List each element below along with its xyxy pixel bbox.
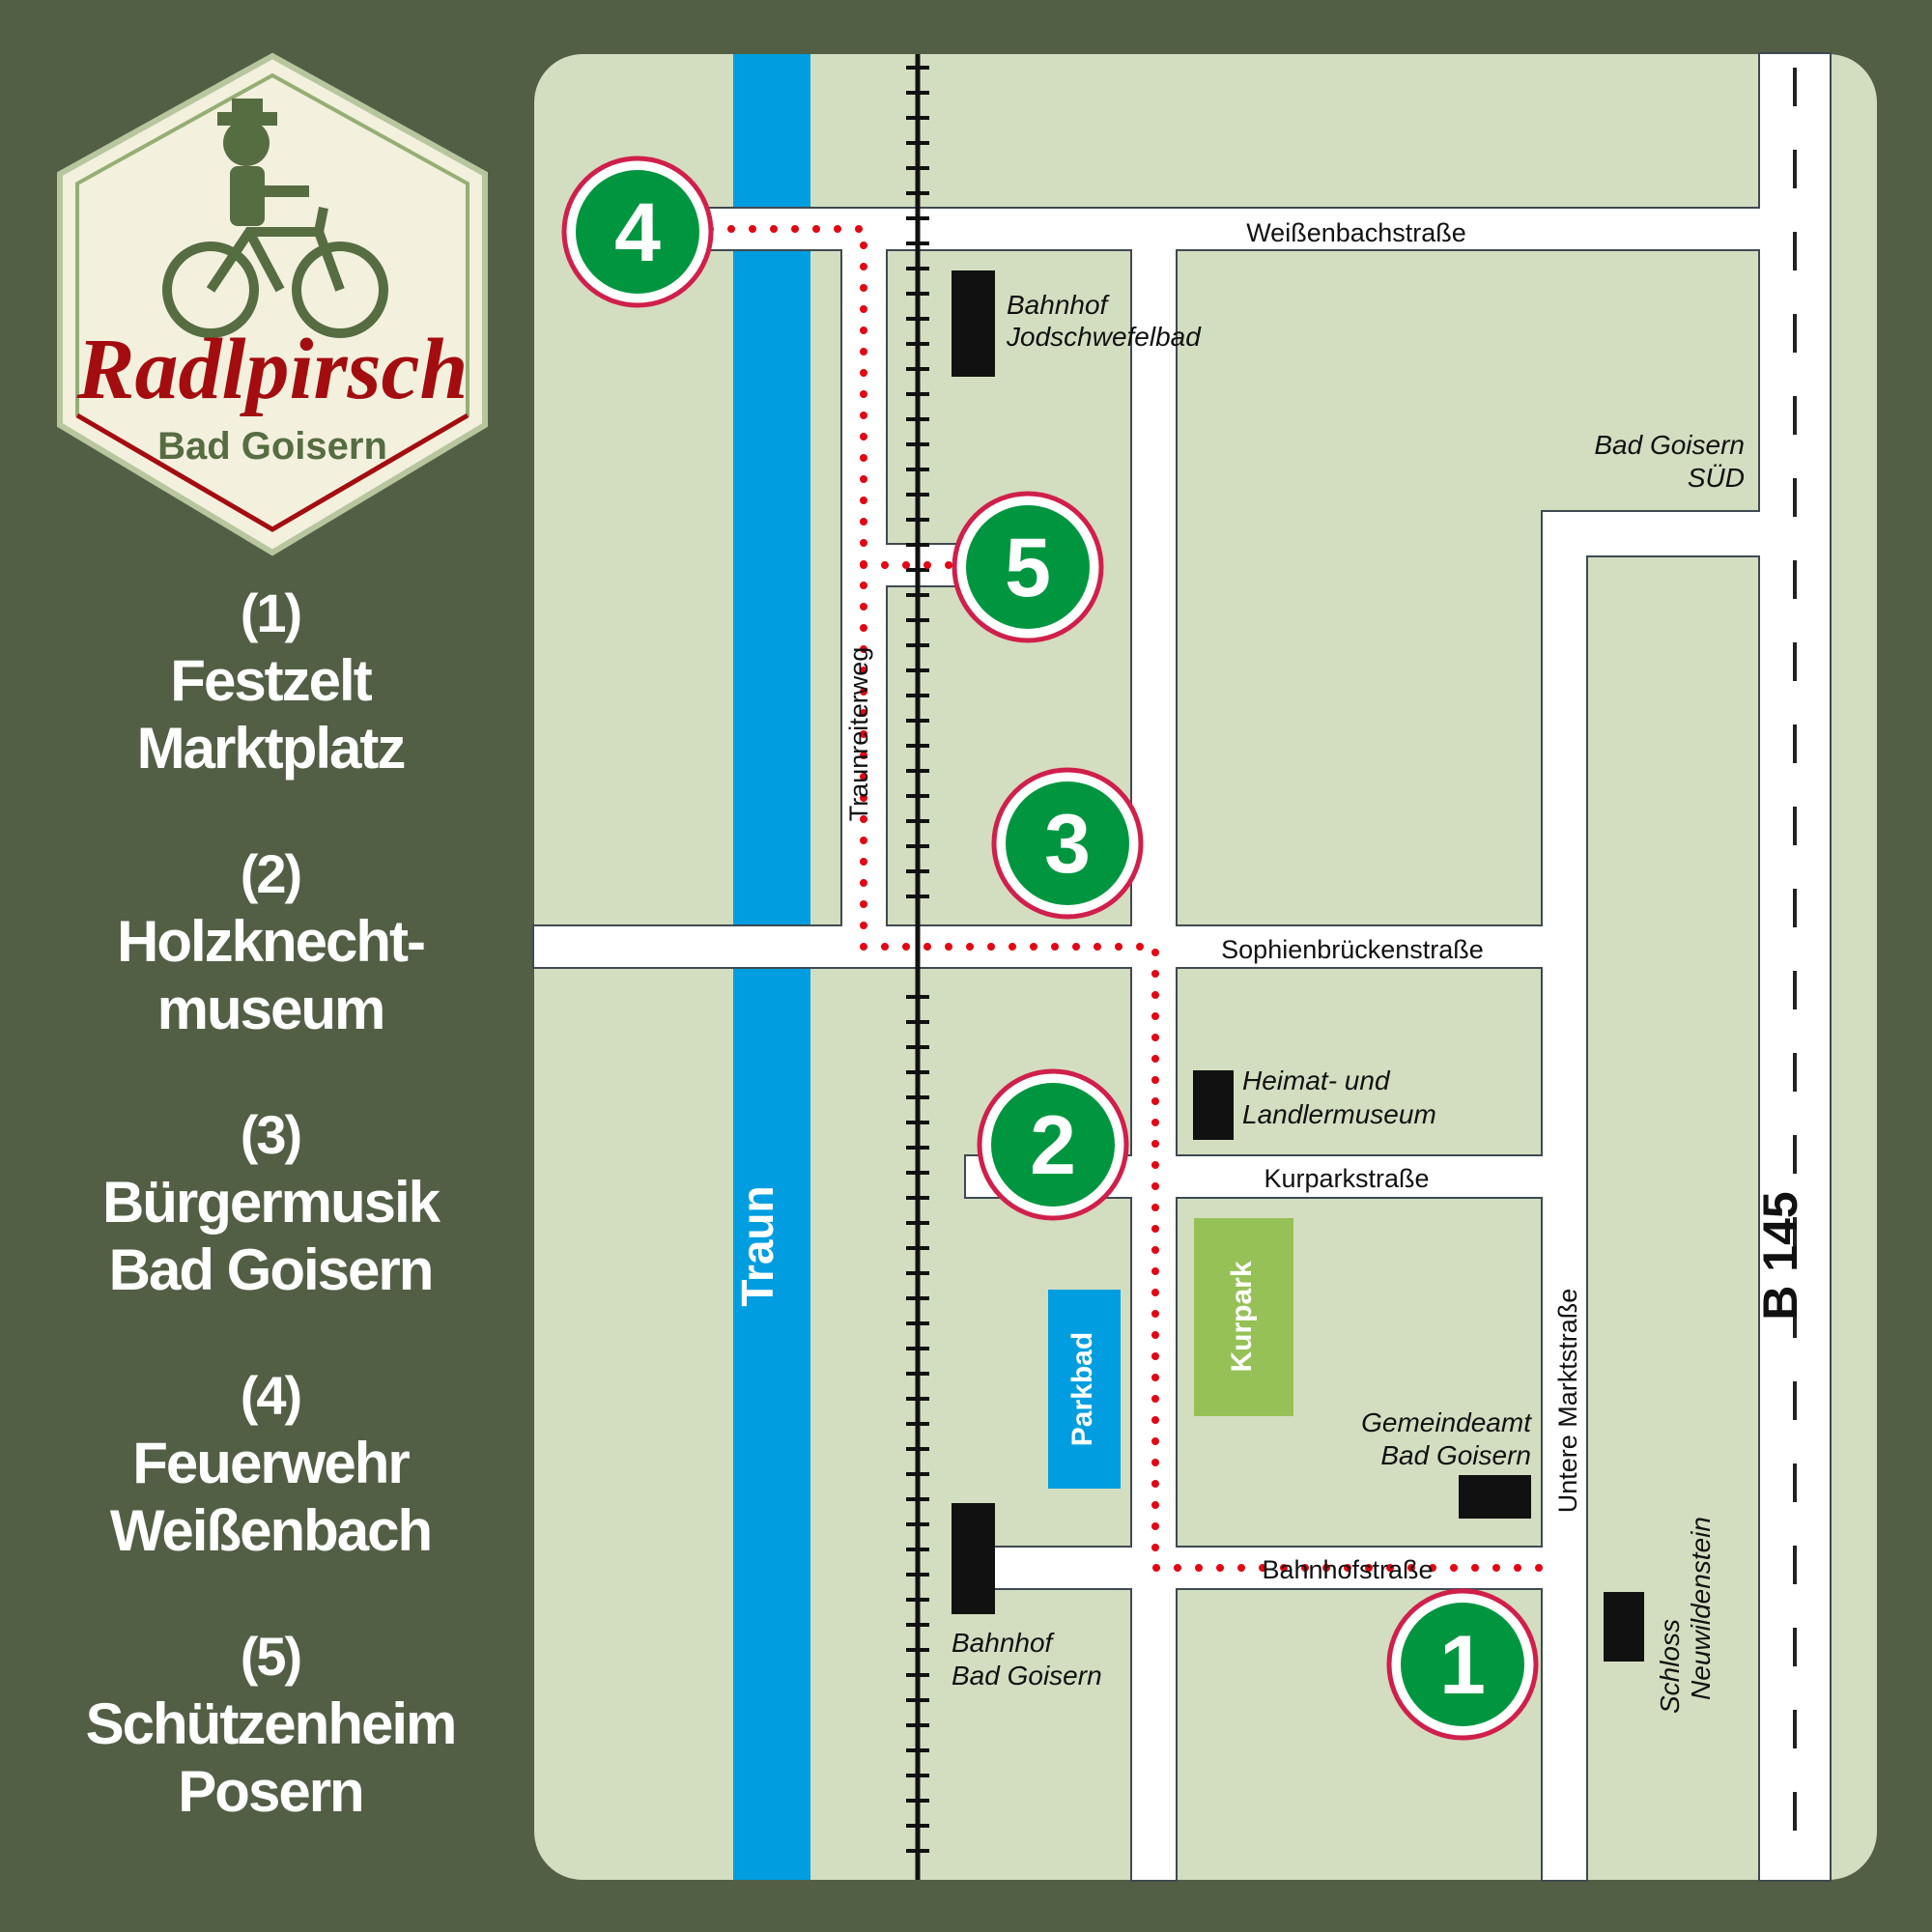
legend-entry: (5) Schützenheim Posern xyxy=(39,1623,502,1826)
area-kurpark xyxy=(1194,1218,1293,1416)
rider-icon xyxy=(217,99,309,226)
label-schloss-2: Neuwildenstein xyxy=(1686,1517,1716,1700)
buildings xyxy=(952,270,1644,1662)
marker-2[interactable]: 2 xyxy=(977,1068,1129,1221)
legend-number: (4) xyxy=(240,1365,302,1426)
marker-2-number: 2 xyxy=(1030,1099,1076,1192)
label-untere-marktstrasse: Untere Marktstraße xyxy=(1553,1289,1582,1514)
building-gemeindeamt xyxy=(1459,1475,1531,1519)
label-b145: B 145 xyxy=(1753,1191,1807,1320)
legend-line2: Weißenbach xyxy=(109,1498,433,1563)
label-gemeinde-1: Gemeindeamt xyxy=(1361,1407,1532,1437)
label-goisern-sued-1: Bad Goisern xyxy=(1594,430,1745,460)
logo-title: Radlpirsch xyxy=(75,322,468,417)
label-kurparkstrasse: Kurparkstraße xyxy=(1264,1164,1429,1193)
legend-line2: Posern xyxy=(178,1759,364,1824)
building-schloss xyxy=(1604,1592,1644,1662)
marker-5[interactable]: 5 xyxy=(952,491,1104,643)
legend-line2: Bad Goisern xyxy=(108,1237,435,1302)
legend-entry: (1) Festzelt Marktplatz xyxy=(39,580,502,782)
logo-subtitle: Bad Goisern xyxy=(157,425,387,468)
label-bahnhof-jod-2: Jodschwefelbad xyxy=(1006,322,1202,352)
road-bahnhofstrasse xyxy=(966,1548,1546,1588)
marker-5-number: 5 xyxy=(1005,522,1051,614)
marker-4-number: 4 xyxy=(614,186,661,279)
route-path xyxy=(706,225,1547,1572)
label-heimat-1: Heimat- und xyxy=(1242,1065,1391,1095)
road-sophienbrueckenstrasse xyxy=(534,926,1544,967)
legend: (1) Festzelt Marktplatz (2) Holzknecht- … xyxy=(39,580,502,1884)
marker-3[interactable]: 3 xyxy=(991,767,1144,920)
label-schloss-1: Schloss xyxy=(1655,1619,1685,1714)
legend-line1: Festzelt xyxy=(170,648,372,713)
label-bahnhof-bg-1: Bahnhof xyxy=(952,1628,1056,1658)
label-sophienbrueckenstrasse: Sophienbrückenstraße xyxy=(1221,935,1484,964)
label-heimat-2: Landlermuseum xyxy=(1242,1099,1436,1129)
marker-3-number: 3 xyxy=(1044,798,1091,891)
road-bahnhofstrasse-vertical xyxy=(1132,222,1176,1880)
road-untere-marktstrasse xyxy=(1543,512,1586,1880)
label-traunreiterweg: Traunreiterweg xyxy=(844,647,873,822)
building-bahnhof-bad-goisern xyxy=(952,1503,995,1614)
label-gemeinde-2: Bad Goisern xyxy=(1380,1440,1531,1470)
legend-entry: (2) Holzknecht- museum xyxy=(39,840,502,1043)
legend-number: (2) xyxy=(240,843,302,904)
area-kurpark-label: Kurpark xyxy=(1226,1261,1258,1372)
road-connector-sued xyxy=(1543,512,1765,555)
legend-entry: (3) Bürgermusik Bad Goisern xyxy=(39,1101,502,1304)
marker-4[interactable]: 4 xyxy=(561,156,714,308)
legend-line2: museum xyxy=(156,977,386,1041)
building-bahnhof-jodschwefelbad xyxy=(952,270,995,377)
legend-number: (3) xyxy=(240,1104,302,1165)
area-parkbad-label: Parkbad xyxy=(1066,1332,1098,1446)
legend-line1: Schützenheim xyxy=(85,1691,458,1756)
marker-1[interactable]: 1 xyxy=(1386,1588,1539,1741)
legend-line1: Feuerwehr xyxy=(132,1431,410,1495)
label-goisern-sued-2: SÜD xyxy=(1688,463,1745,493)
legend-line2: Marktplatz xyxy=(136,716,407,781)
label-bahnhof-jod-1: Bahnhof xyxy=(1007,290,1111,320)
area-parkbad xyxy=(1048,1290,1121,1489)
building-heimatmuseum xyxy=(1193,1070,1234,1140)
legend-number: (1) xyxy=(240,582,302,643)
legend-number: (5) xyxy=(240,1626,302,1687)
label-bahnhofstrasse: Bahnhofstraße xyxy=(1262,1555,1433,1584)
label-river-traun: Traun xyxy=(732,1185,782,1306)
railway xyxy=(906,54,929,1880)
label-bahnhof-bg-2: Bad Goisern xyxy=(952,1661,1102,1690)
legend-entry: (4) Feuerwehr Weißenbach xyxy=(39,1362,502,1565)
legend-line1: Bürgermusik xyxy=(101,1170,440,1235)
legend-line1: Holzknecht- xyxy=(116,909,426,974)
label-weissenbachstrasse: Weißenbachstraße xyxy=(1246,218,1466,247)
bicycle-icon xyxy=(162,207,388,338)
logo: Radlpirsch Bad Goisern xyxy=(57,52,488,556)
marker-1-number: 1 xyxy=(1439,1619,1486,1712)
